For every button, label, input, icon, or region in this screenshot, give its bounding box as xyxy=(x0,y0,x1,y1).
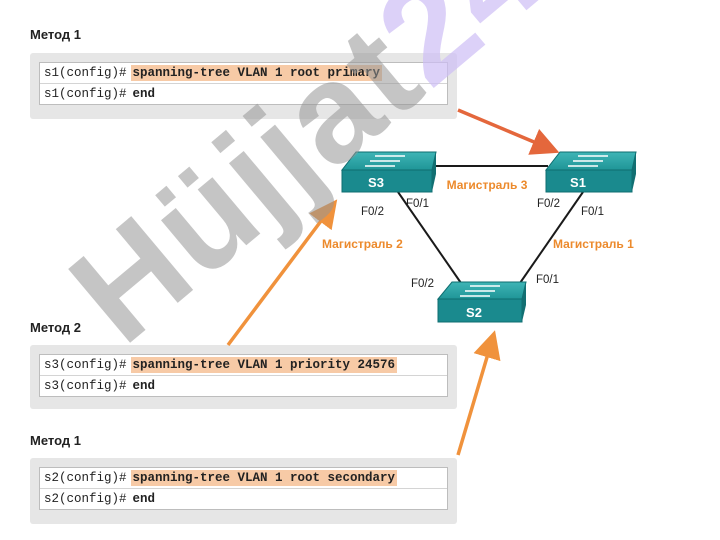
trunk2-label: Магистраль 2 xyxy=(322,237,403,251)
method1-bottom-command-box: s2(config)# spanning-tree VLAN 1 root se… xyxy=(30,458,457,524)
switch-arrows-icon xyxy=(365,155,405,167)
cli-prompt: s2(config)# xyxy=(44,492,127,506)
command-line: s2(config)# spanning-tree VLAN 1 root se… xyxy=(40,468,447,488)
cli-prompt: s3(config)# xyxy=(44,379,127,393)
switch-s2-label: S2 xyxy=(466,305,482,320)
cli-command: end xyxy=(132,492,156,506)
cli-command: spanning-tree VLAN 1 root primary xyxy=(130,65,383,81)
port-label: F0/2 xyxy=(361,206,384,218)
port-label: F0/1 xyxy=(581,206,604,218)
port-label: F0/1 xyxy=(536,274,559,286)
port-label: F0/2 xyxy=(537,198,560,210)
arrow-method2-to-s3 xyxy=(226,199,338,347)
command-line: s2(config)# end xyxy=(40,488,447,509)
cli-command: spanning-tree VLAN 1 priority 24576 xyxy=(130,357,398,373)
command-line: s1(config)# spanning-tree VLAN 1 root pr… xyxy=(40,63,447,83)
cli-prompt: s1(config)# xyxy=(44,87,127,101)
method2-command-box: s3(config)# spanning-tree VLAN 1 priorit… xyxy=(30,345,457,409)
cli-prompt: s2(config)# xyxy=(44,471,127,485)
method2-heading: Метод 2 xyxy=(30,320,81,335)
switch-s2: S2 xyxy=(436,281,527,323)
method1-top-heading: Метод 1 xyxy=(30,27,81,42)
switch-s3-label: S3 xyxy=(368,175,384,190)
cli-command: spanning-tree VLAN 1 root secondary xyxy=(130,470,398,486)
command-panel: s1(config)# spanning-tree VLAN 1 root pr… xyxy=(39,62,448,105)
switch-s1: S1 xyxy=(544,151,637,193)
switch-arrows-icon xyxy=(568,155,608,167)
command-line: s3(config)# spanning-tree VLAN 1 priorit… xyxy=(40,355,447,375)
command-line: s1(config)# end xyxy=(40,83,447,104)
trunk2-link xyxy=(397,191,462,284)
arrow-method1-to-s1 xyxy=(457,108,560,155)
command-panel: s2(config)# spanning-tree VLAN 1 root se… xyxy=(39,467,448,510)
switch-s1-label: S1 xyxy=(570,175,586,190)
cli-command: end xyxy=(132,379,156,393)
trunk3-label: Магистраль 3 xyxy=(447,178,528,192)
method1-top-command-box: s1(config)# spanning-tree VLAN 1 root pr… xyxy=(30,53,457,119)
method1-bottom-heading: Метод 1 xyxy=(30,433,81,448)
trunk1-link xyxy=(519,191,584,284)
command-panel: s3(config)# spanning-tree VLAN 1 priorit… xyxy=(39,354,448,397)
cli-command: end xyxy=(132,87,156,101)
switch-s3: S3 xyxy=(340,151,437,193)
arrow-method1-to-s2 xyxy=(456,330,501,456)
command-line: s3(config)# end xyxy=(40,375,447,396)
port-label: F0/2 xyxy=(411,278,434,290)
port-label: F0/1 xyxy=(406,198,429,210)
cli-prompt: s1(config)# xyxy=(44,66,127,80)
cli-prompt: s3(config)# xyxy=(44,358,127,372)
trunk1-label: Магистраль 1 xyxy=(553,237,634,251)
switch-arrows-icon xyxy=(460,285,500,297)
